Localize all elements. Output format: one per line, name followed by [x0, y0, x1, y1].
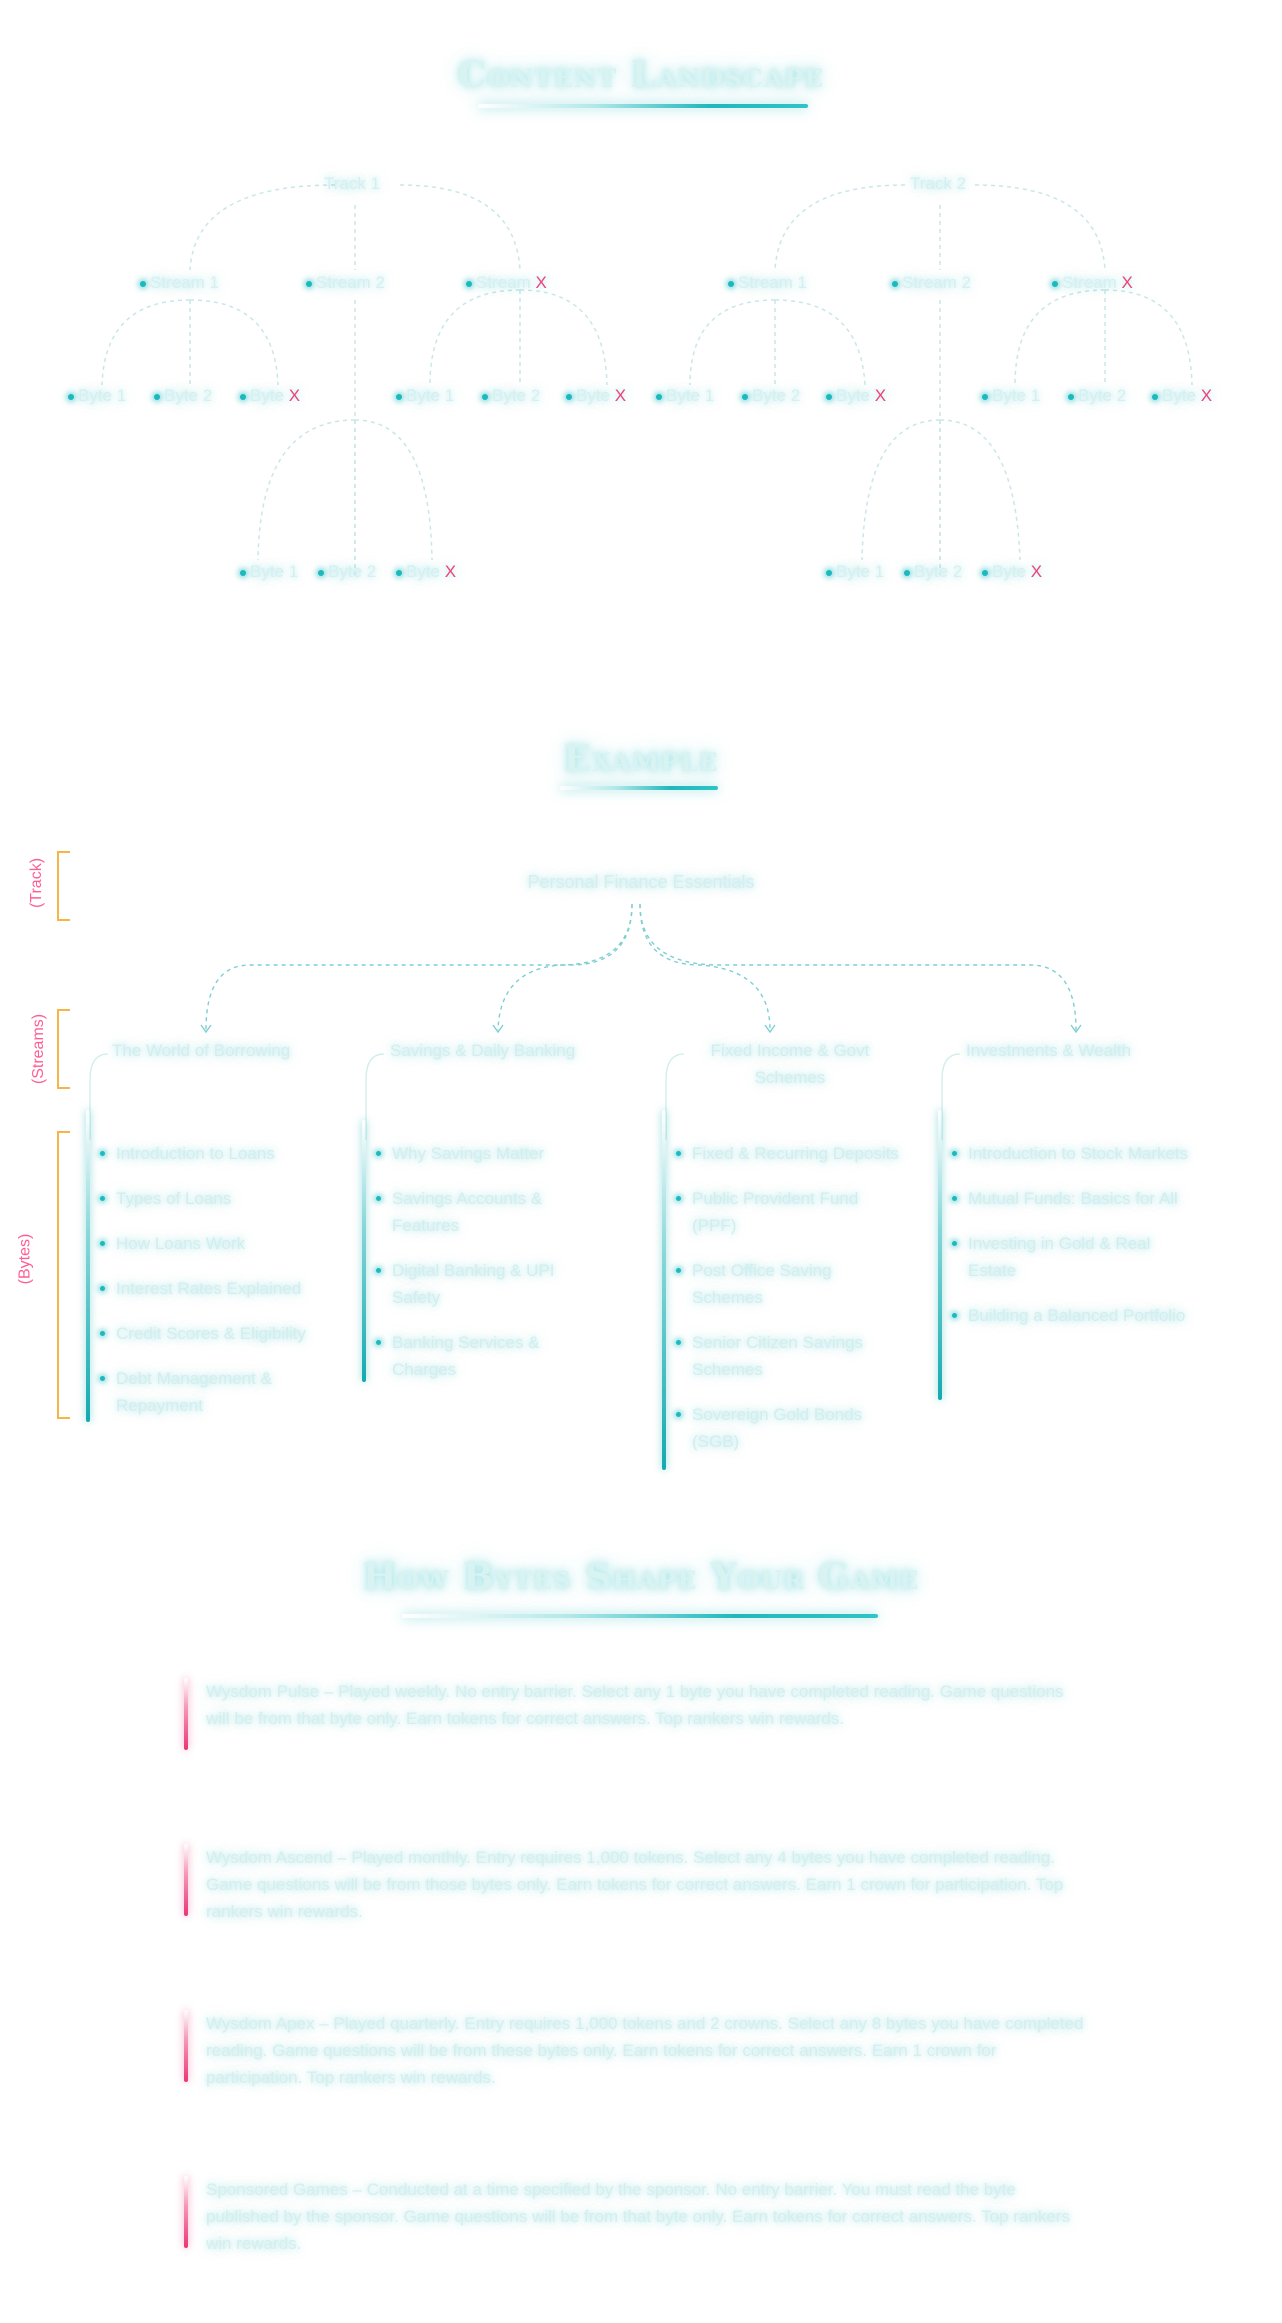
- list-item: Banking Services & Charges: [376, 1329, 586, 1383]
- list-item: Debt Management & Repayment: [100, 1365, 331, 1419]
- list-item: Why Savings Matter: [376, 1140, 586, 1167]
- track-2-label: Track 2: [910, 174, 967, 193]
- example-connectors: [200, 903, 1082, 1034]
- stream-3-bar: [662, 1110, 666, 1470]
- track-2-stream-2: Stream 2: [892, 273, 971, 293]
- example-stream-4-title: Investments & Wealth: [966, 1041, 1132, 1060]
- landscape-connectors: [101, 184, 1193, 575]
- t2-s2-byte-1: Byte 1: [826, 562, 884, 582]
- track-2-stream-1: Stream 1: [728, 273, 807, 293]
- stream-column-curves: [89, 1053, 961, 1140]
- list-item: Mutual Funds: Basics for All: [952, 1185, 1192, 1212]
- content-landscape-title: Content Landscape: [457, 54, 825, 96]
- games-title: How Bytes Shape Your Game: [362, 1556, 920, 1598]
- list-item: Interest Rates Explained: [100, 1275, 350, 1302]
- t2-s3-byte-1: Byte 1: [982, 386, 1040, 406]
- list-item: Credit Scores & Eligibility: [100, 1320, 350, 1347]
- list-item: Senior Citizen Savings Schemes: [676, 1329, 902, 1383]
- t1-s3-byte-x: Byte X: [566, 386, 626, 406]
- list-item: Public Provident Fund (PPF): [676, 1185, 902, 1239]
- t1-s3-byte-1: Byte 1: [396, 386, 454, 406]
- t1-s1-byte-x: Byte X: [240, 386, 300, 406]
- track-2-stream-x: Stream X: [1052, 273, 1133, 293]
- list-item: Savings Accounts & Features: [376, 1185, 586, 1239]
- track-1-stream-1: Stream 1: [140, 273, 219, 293]
- t1-s1-byte-1: Byte 1: [68, 386, 126, 406]
- t2-s2-byte-2: Byte 2: [904, 562, 962, 582]
- track-1-stream-2: Stream 2: [306, 273, 385, 293]
- list-item: How Loans Work: [100, 1230, 350, 1257]
- example-stream-1-title: The World of Borrowing: [112, 1041, 291, 1060]
- list-item: Introduction to Loans: [100, 1140, 350, 1167]
- t2-s1-byte-2: Byte 2: [742, 386, 800, 406]
- stream-1-bar: [86, 1110, 90, 1422]
- list-item: Post Office Saving Schemes: [676, 1257, 902, 1311]
- bullet-dot-icon: [466, 280, 472, 287]
- list-item: Investing in Gold & Real Estate: [952, 1230, 1192, 1284]
- game-3-description: Wysdom Apex – Played quarterly. Entry re…: [206, 2014, 1084, 2087]
- game-2-bar: [184, 1844, 188, 1916]
- stream-4-bar: [938, 1110, 942, 1400]
- list-item: Digital Banking & UPI Safety: [376, 1257, 586, 1311]
- t2-s3-byte-x: Byte X: [1152, 386, 1212, 406]
- t1-s2-byte-2: Byte 2: [318, 562, 376, 582]
- game-1-description: Wysdom Pulse – Played weekly. No entry b…: [206, 1682, 1064, 1728]
- stream-2-bar: [362, 1120, 366, 1382]
- t1-s1-byte-2: Byte 2: [154, 386, 212, 406]
- game-3-bar: [184, 2010, 188, 2082]
- list-item: Types of Loans: [100, 1185, 350, 1212]
- t2-s1-byte-1: Byte 1: [656, 386, 714, 406]
- level-brackets: [57, 851, 70, 1419]
- example-stream-1-bytes: Introduction to Loans Types of Loans How…: [100, 1140, 350, 1419]
- game-1-bar: [184, 1678, 188, 1750]
- list-item: Introduction to Stock Markets: [952, 1140, 1192, 1167]
- t1-s3-byte-2: Byte 2: [482, 386, 540, 406]
- list-item: Sovereign Gold Bonds (SGB): [676, 1401, 902, 1455]
- games-underline: [402, 1614, 878, 1618]
- example-stream-2-bytes: Why Savings Matter Savings Accounts & Fe…: [376, 1140, 586, 1383]
- track-1-label: Track 1: [324, 174, 381, 193]
- game-4-description: Sponsored Games – Conducted at a time sp…: [206, 2180, 1070, 2253]
- t1-s2-byte-1: Byte 1: [240, 562, 298, 582]
- bullet-dot-icon: [140, 280, 146, 287]
- content-landscape-underline: [478, 104, 808, 108]
- t2-s3-byte-2: Byte 2: [1068, 386, 1126, 406]
- list-item: Fixed & Recurring Deposits: [676, 1140, 902, 1167]
- t1-s2-byte-x: Byte X: [396, 562, 456, 582]
- list-item: Building a Balanced Portfolio: [952, 1302, 1192, 1329]
- game-4-bar: [184, 2176, 188, 2248]
- game-2-description: Wysdom Ascend – Played monthly. Entry re…: [206, 1848, 1064, 1921]
- t2-s2-byte-x: Byte X: [982, 562, 1042, 582]
- track-1-stream-x: Stream X: [466, 273, 547, 293]
- example-stream-2-title: Savings & Daily Banking: [390, 1041, 576, 1060]
- example-stream-4-bytes: Introduction to Stock Markets Mutual Fun…: [952, 1140, 1192, 1329]
- example-track-title: Personal Finance Essentials: [527, 872, 755, 892]
- example-title: Example: [563, 738, 719, 780]
- example-stream-3-title: Fixed Income & Govt Schemes: [710, 1041, 870, 1087]
- example-stream-3-bytes: Fixed & Recurring Deposits Public Provid…: [676, 1140, 902, 1455]
- example-underline: [560, 786, 718, 790]
- t2-s1-byte-x: Byte X: [826, 386, 886, 406]
- bullet-dot-icon: [306, 280, 312, 287]
